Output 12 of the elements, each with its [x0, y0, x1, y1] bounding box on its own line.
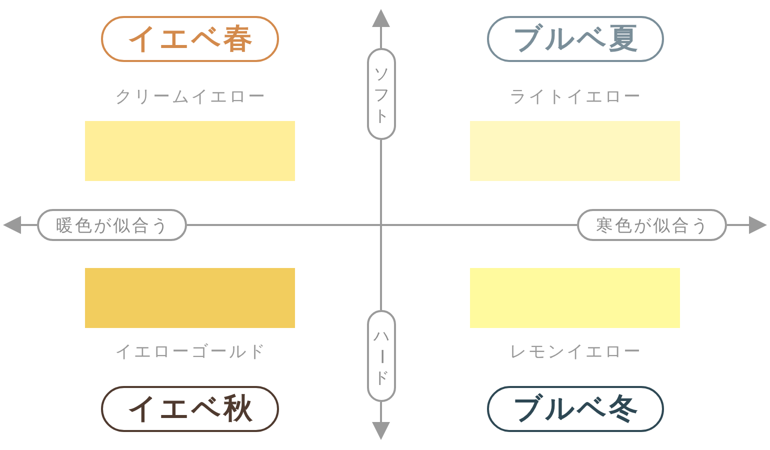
color-name: イエローゴールド: [114, 341, 267, 363]
axis-label: ハード: [367, 310, 396, 402]
axis-label: ソフト: [367, 48, 396, 140]
color-name: レモンイエロー: [508, 341, 642, 363]
season-badge: イエベ秋: [101, 386, 279, 432]
season-badge: ブルベ冬: [487, 386, 664, 432]
axis-label: 寒色が似合う: [577, 209, 727, 241]
color-name: クリームイエロー: [114, 86, 267, 108]
season-badge: ブルベ夏: [487, 16, 664, 62]
color-name: ライトイエロー: [508, 86, 642, 108]
axis-label: 暖色が似合う: [37, 209, 187, 241]
season-badge: イエベ春: [101, 16, 279, 62]
